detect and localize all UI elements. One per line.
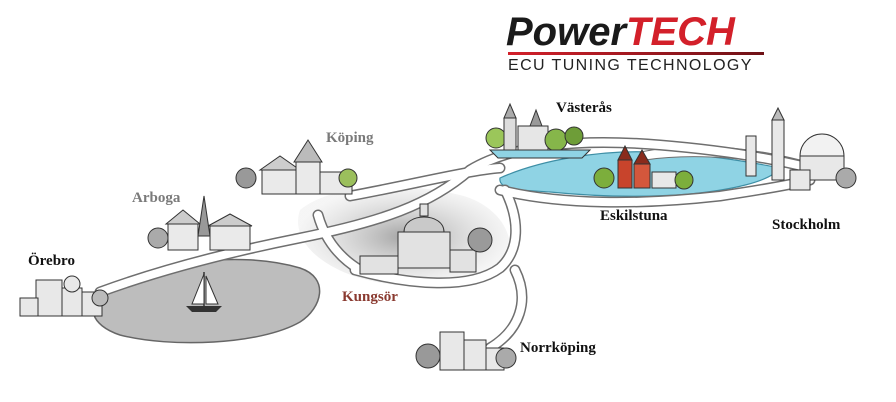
label-orebro: Örebro [28, 253, 75, 269]
town-vasteras [485, 102, 592, 159]
sailboat [186, 272, 222, 312]
powertech-logo: PowerTECH ECU TUNING TECHNOLOGY [506, 8, 776, 74]
town-eskilstuna [593, 144, 694, 190]
logo-wordmark: PowerTECH [506, 10, 735, 54]
road-network [94, 137, 816, 354]
logo-power-text: Power [506, 10, 627, 54]
town-koping [235, 139, 358, 195]
label-vasteras: Västerås [556, 100, 612, 116]
label-stockholm: Stockholm [772, 217, 841, 233]
label-norrkoping: Norrköping [520, 340, 596, 356]
town-norrkoping [415, 331, 517, 371]
label-koping: Köping [326, 130, 374, 146]
label-kungsor: Kungsör [342, 289, 398, 305]
town-kungsor [359, 203, 493, 275]
logo-subtitle: ECU TUNING TECHNOLOGY [508, 57, 753, 74]
logo-tech-text: TECH [626, 10, 735, 54]
label-eskilstuna: Eskilstuna [600, 208, 668, 224]
town-orebro [19, 275, 109, 317]
logo-underline [508, 52, 764, 55]
town-stockholm [745, 106, 857, 191]
town-arboga [147, 195, 253, 251]
label-arboga: Arboga [132, 190, 181, 206]
